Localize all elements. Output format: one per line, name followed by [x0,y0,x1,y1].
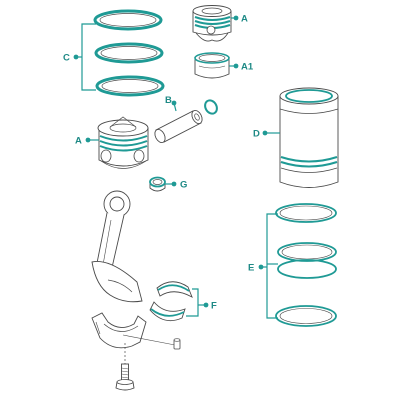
callout-bracket-e [266,213,278,319]
bearing-shells-f: F [149,281,217,322]
callout-label-a-top: A [241,14,248,25]
dowel-pin [173,338,181,350]
callout-dot-a-left [85,137,91,143]
callout-label-a-left: A [75,136,82,147]
piston-skirt-a1: A1 [194,52,254,79]
callout-dot-a-top [233,15,239,21]
callout-dot-f [203,302,209,308]
connecting-rod-bolt [115,343,135,391]
callout-label-b: B [165,95,172,106]
seal-ring-3 [277,259,337,279]
callout-label-f: F [211,301,217,312]
piston-ring-oil [95,75,165,97]
small-end-bushing-g: G [149,176,187,192]
piston-pin-b: B [154,95,203,144]
seal-ring-1 [275,203,337,223]
seal-ring-4 [275,305,337,327]
callout-label-g: G [180,180,187,191]
callout-label-e: E [248,263,254,274]
callout-bracket-f [186,288,199,317]
callout-label-d: D [253,129,260,140]
connecting-rod-cap [91,312,181,350]
callout-dot-b [171,100,177,106]
piston-ring-top [93,9,163,31]
piston-ring-middle [94,42,164,64]
callout-bracket-c [81,23,96,91]
callout-dot-e [258,264,264,270]
main-piston-assembly: A [75,116,149,169]
small-piston-assembly: A [192,5,248,42]
bearing-shell-lower [149,301,186,322]
connecting-rod [91,190,143,303]
callout-dot-a1 [233,63,239,69]
callout-label-a1: A1 [241,62,254,73]
bearing-shell-upper [156,281,193,299]
piston-pin-clip [204,99,218,115]
seal-ring-2 [277,242,337,262]
piston-rings-group: C [63,9,165,97]
cylinder-liner-d: D [253,87,339,188]
callout-label-c: C [63,53,70,64]
callout-dot-d [262,130,268,136]
seal-rings-group: E [248,203,337,327]
callout-dot-c [73,54,79,60]
callout-dot-g [171,181,177,187]
